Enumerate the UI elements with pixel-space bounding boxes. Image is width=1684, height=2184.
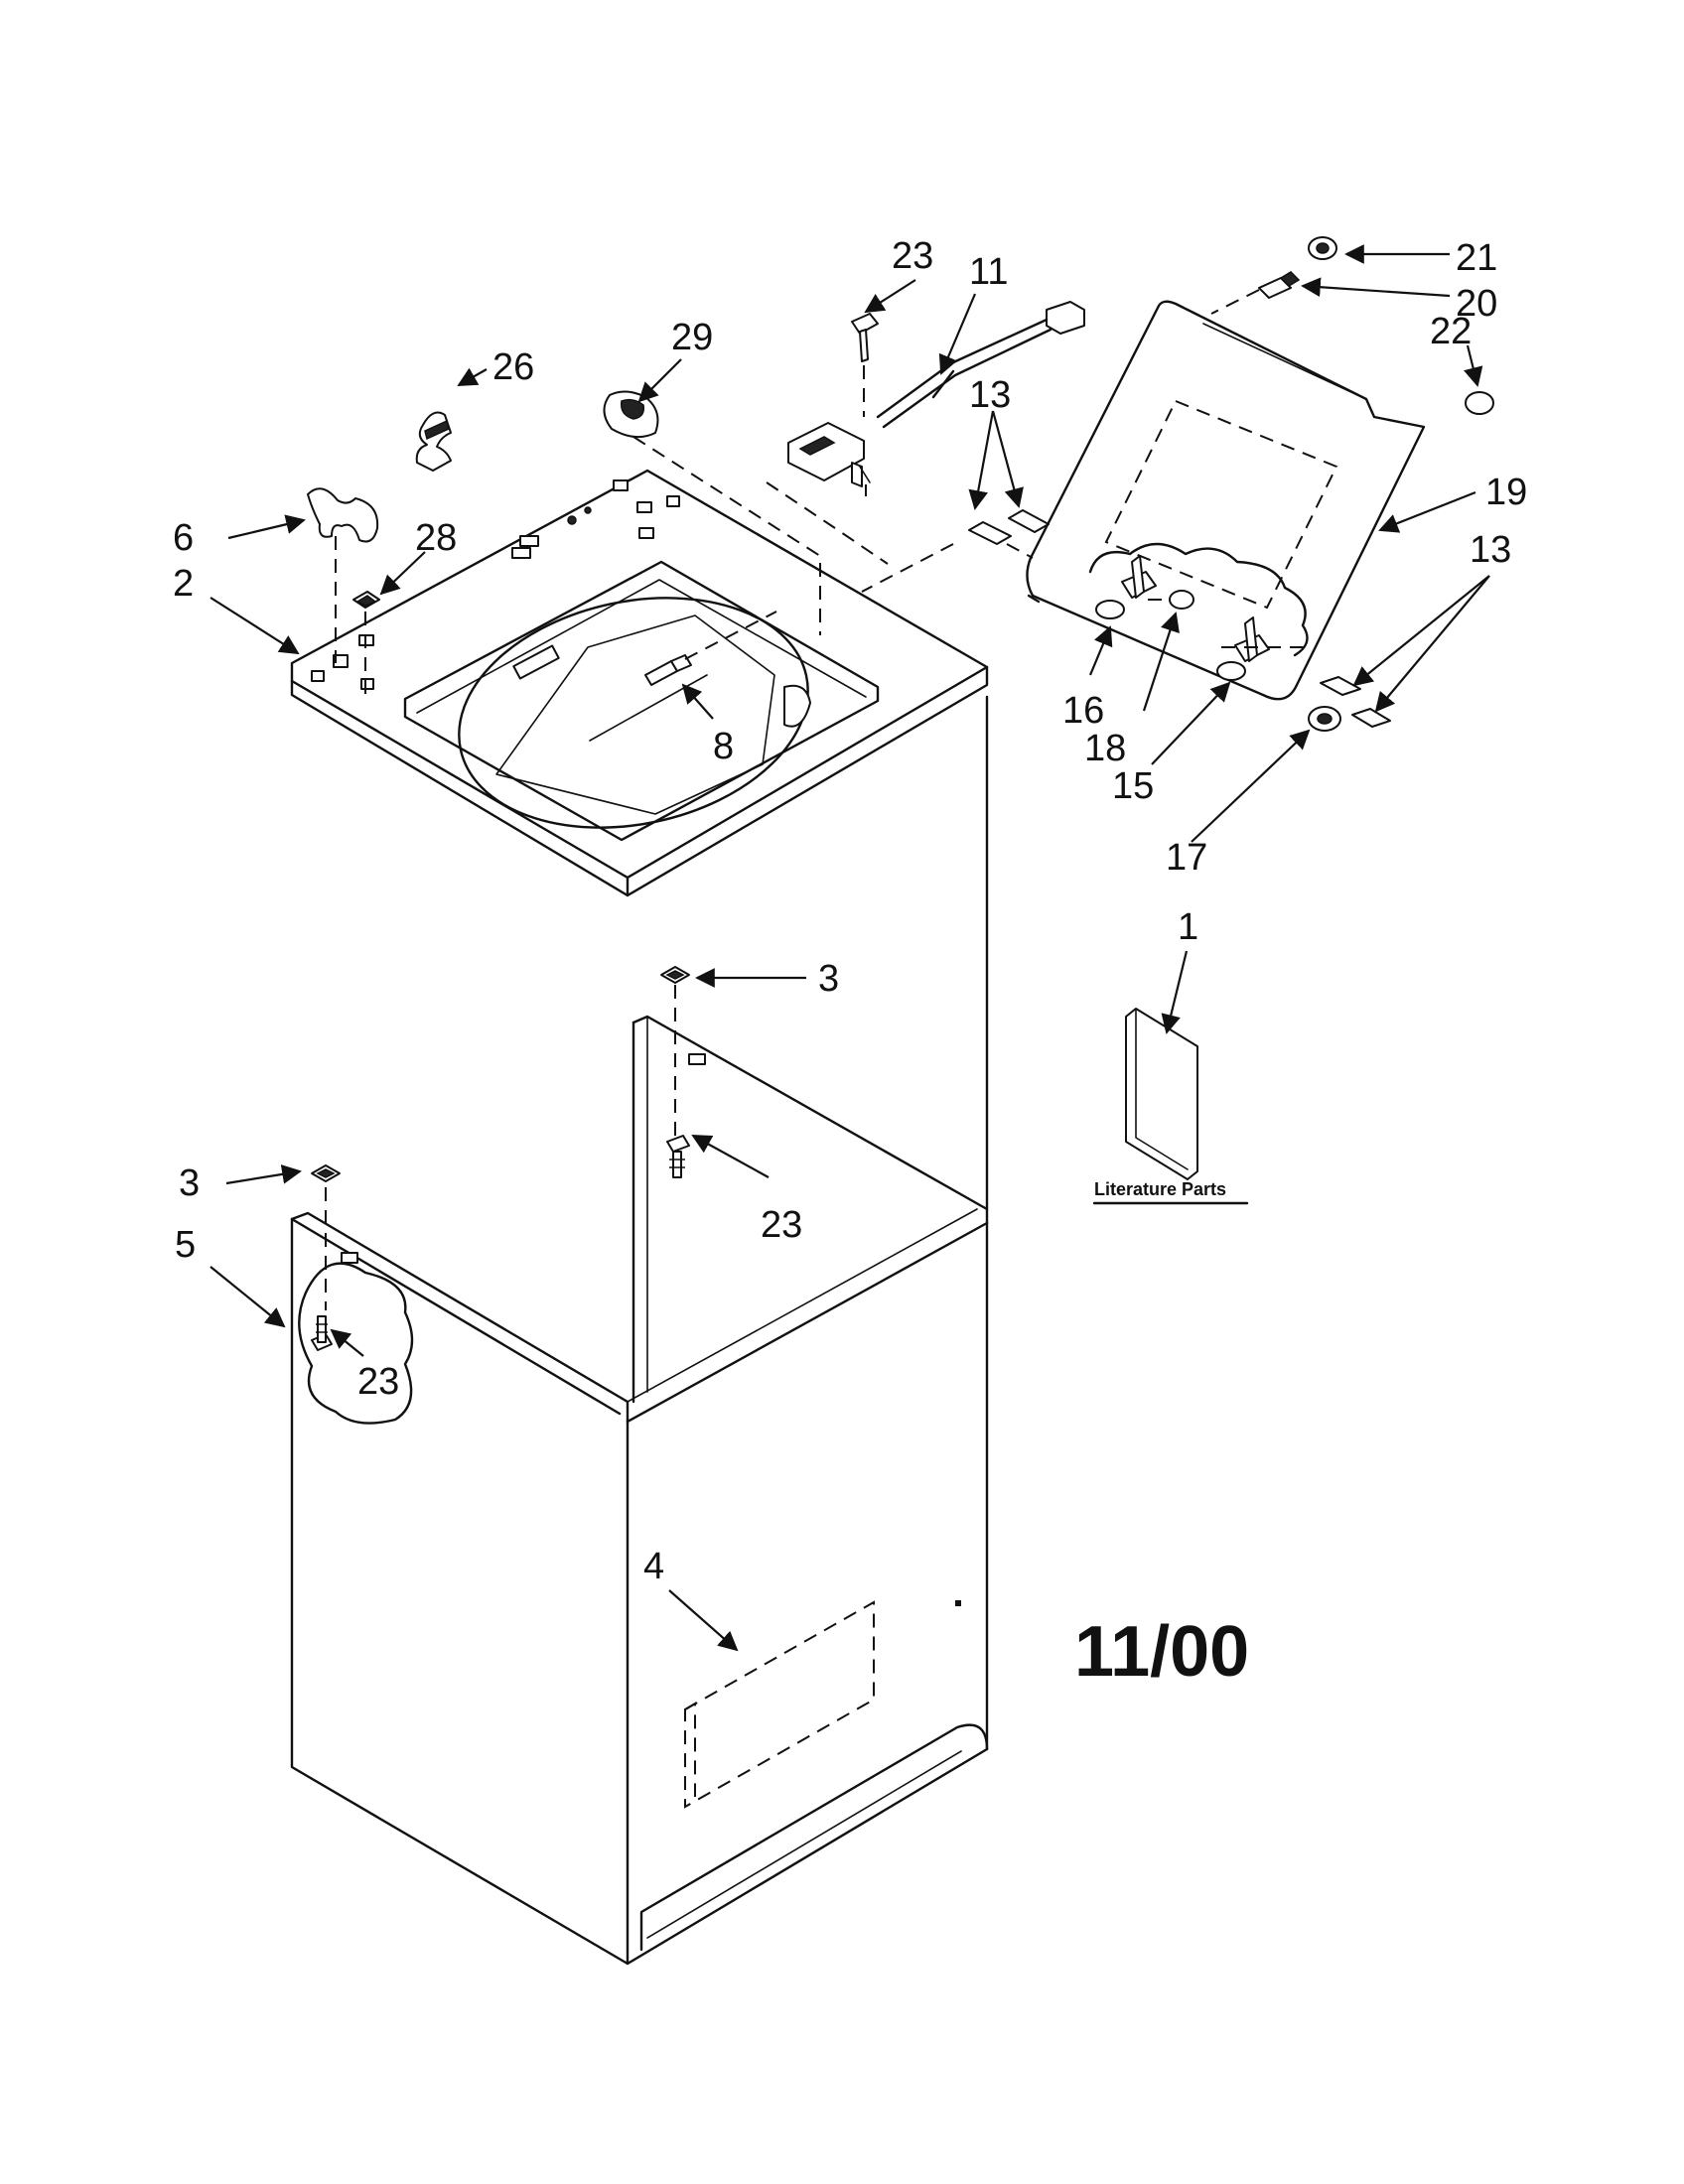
callout-13-lower: 13 [1470, 529, 1511, 571]
part-22-bumper [1465, 391, 1494, 415]
literature-booklet [1092, 1008, 1249, 1205]
callout-8: 8 [713, 726, 734, 767]
part-26-clip [415, 411, 452, 472]
part-29-cap [603, 390, 821, 635]
callout-21: 21 [1456, 237, 1497, 279]
callout-numbers: 1 2 3 3 4 5 6 8 11 13 13 15 16 17 18 19 … [173, 235, 1527, 1587]
callout-13-upper: 13 [969, 374, 1011, 416]
cabinet [290, 695, 989, 1966]
part-15-hinge [1216, 616, 1311, 681]
callout-28: 28 [415, 517, 457, 559]
callout-18: 18 [1084, 728, 1126, 769]
callout-3-upper: 3 [818, 958, 839, 1000]
part-23-top-screw [851, 313, 879, 417]
part-3-upper-clip [660, 966, 690, 1140]
part-21-bushing [1308, 236, 1337, 260]
part-28-clip [352, 591, 380, 695]
callout-6: 6 [173, 517, 194, 559]
callout-5: 5 [175, 1224, 196, 1266]
callout-23-side: 23 [357, 1361, 399, 1403]
speck-mark [955, 1600, 961, 1606]
lid [1026, 300, 1426, 701]
part-4-dashed-panel [684, 1600, 875, 1809]
callout-19: 19 [1485, 472, 1527, 513]
callout-16: 16 [1062, 690, 1104, 732]
leader-arrows [210, 244, 1490, 1652]
part-20-hinge-pin [1210, 271, 1301, 315]
part-11-lid-switch-harness [766, 301, 1085, 565]
callout-29: 29 [671, 317, 713, 358]
part-16-hinge-clip [1095, 555, 1157, 619]
callout-15: 15 [1112, 765, 1154, 807]
callout-22: 22 [1430, 311, 1472, 352]
callout-26: 26 [492, 346, 534, 388]
part-18-plug [1148, 590, 1194, 610]
callout-4: 4 [643, 1546, 664, 1587]
part-17-washer [1308, 706, 1341, 732]
part-23-back-screw [666, 1135, 690, 1178]
part-8-screw [644, 611, 777, 686]
callout-11: 11 [969, 251, 1008, 293]
literature-parts-label: Literature Parts [1094, 1179, 1226, 1199]
callout-23-top: 23 [892, 235, 933, 277]
top-panel [290, 469, 989, 897]
part-13-upper-screws [861, 509, 1050, 593]
callout-17: 17 [1166, 837, 1207, 879]
revision-date: 11/00 [1074, 1612, 1249, 1692]
callout-3-lower: 3 [179, 1162, 200, 1204]
callout-2: 2 [173, 563, 194, 605]
part-3-lower-clip [311, 1164, 341, 1310]
part-13-lower-screws [1320, 676, 1391, 728]
part-23-side-screw [311, 1315, 333, 1351]
part-6-bracket [307, 487, 379, 663]
callout-1: 1 [1178, 906, 1198, 948]
callout-23-back: 23 [761, 1204, 802, 1246]
callout-20: 20 [1456, 283, 1497, 325]
